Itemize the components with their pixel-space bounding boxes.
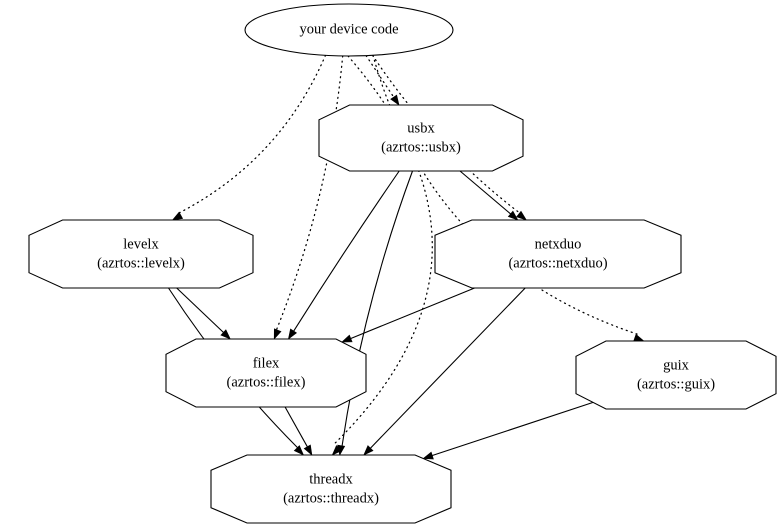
edge-device-to-netxduo: [371, 54, 521, 214]
node-shape-octagon-levelx[interactable]: [28, 219, 254, 289]
edge-guix-to-threadx: [432, 401, 594, 457]
node-label-guix-name: guix: [663, 357, 690, 373]
node-label-device-name: your device code: [299, 21, 398, 37]
node-label-filex-name: filex: [253, 355, 280, 371]
node-label-usbx-namespace: (azrtos::usbx): [381, 139, 461, 155]
node-label-filex-namespace: (azrtos::filex): [227, 374, 306, 390]
edge-levelx-to-filex: [176, 287, 224, 333]
arrowhead-guix-to-threadx: [422, 451, 434, 460]
node-shape-octagon-threadx[interactable]: [210, 454, 452, 524]
node-label-netxduo-namespace: (azrtos::netxduo): [508, 255, 607, 271]
edge-netxduo-to-filex: [350, 287, 475, 340]
node-filex[interactable]: filex(azrtos::filex): [165, 338, 367, 408]
node-device[interactable]: your device code: [244, 3, 454, 57]
node-label-usbx-name: usbx: [407, 120, 435, 136]
edge-device-to-filex: [275, 55, 344, 331]
node-shape-octagon-netxduo[interactable]: [434, 219, 682, 289]
edge-netxduo-to-threadx: [370, 287, 526, 449]
arrowhead-levelx-to-threadx: [293, 445, 305, 456]
arrowhead-usbx-to-threadx: [337, 444, 346, 456]
nodes-layer: your device codeusbx(azrtos::usbx)levelx…: [28, 3, 777, 524]
edge-usbx-to-threadx: [341, 170, 414, 446]
node-label-netxduo-name: netxduo: [535, 236, 582, 252]
arrowhead-device-to-netxduo: [516, 210, 527, 221]
arrowhead-netxduo-to-filex: [341, 334, 353, 343]
edge-device-to-levelx: [178, 54, 327, 214]
node-levelx[interactable]: levelx(azrtos::levelx): [28, 219, 254, 289]
node-shape-octagon-filex[interactable]: [165, 338, 367, 408]
arrowhead-device-to-levelx: [171, 211, 184, 221]
edge-usbx-to-netxduo: [459, 170, 511, 215]
node-netxduo[interactable]: netxduo(azrtos::netxduo): [434, 219, 682, 289]
arrowhead-netxduo-to-threadx: [363, 445, 374, 456]
edge-device-to-guix: [372, 54, 638, 335]
arrowhead-device-to-guix: [633, 333, 645, 342]
arrowhead-usbx-to-filex: [287, 328, 298, 340]
node-threadx[interactable]: threadx(azrtos::threadx): [210, 454, 452, 524]
edge-device-to-usbx: [365, 54, 395, 98]
arrowhead-device-to-usbx: [390, 94, 400, 106]
node-label-levelx-namespace: (azrtos::levelx): [97, 255, 185, 271]
node-label-levelx-name: levelx: [123, 236, 159, 252]
node-shape-ellipse-device[interactable]: [244, 3, 454, 57]
node-shape-octagon-usbx[interactable]: [318, 104, 524, 172]
node-usbx[interactable]: usbx(azrtos::usbx): [318, 104, 524, 172]
edge-filex-to-threadx: [284, 406, 308, 447]
arrowhead-usbx-to-netxduo: [507, 210, 519, 221]
node-label-guix-namespace: (azrtos::guix): [637, 376, 715, 392]
arrowhead-filex-to-threadx: [303, 444, 313, 456]
node-label-threadx-name: threadx: [309, 471, 353, 487]
node-shape-octagon-guix[interactable]: [575, 340, 777, 410]
edge-usbx-to-filex: [293, 170, 400, 332]
arrowhead-levelx-to-filex: [220, 329, 231, 340]
node-label-threadx-namespace: (azrtos::threadx): [283, 490, 379, 506]
node-guix[interactable]: guix(azrtos::guix): [575, 340, 777, 410]
arrowhead-device-to-filex: [273, 328, 282, 340]
